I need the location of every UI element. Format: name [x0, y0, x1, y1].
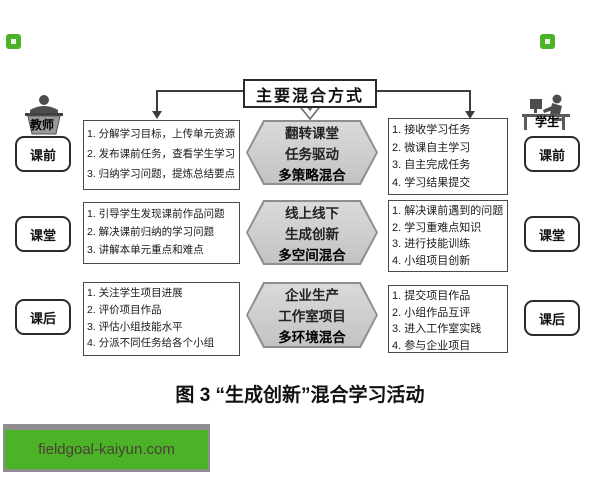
- hexagon-line: 线上线下: [285, 205, 339, 221]
- task-item: 1. 分解学习目标，上传单元资源: [87, 128, 236, 141]
- task-item: 2. 学习重难点知识: [392, 221, 482, 234]
- hexagon-fill: [248, 284, 376, 346]
- task-item: 2. 微课自主学习: [392, 141, 471, 154]
- task-item: 2. 评价项目作品: [87, 303, 162, 316]
- hexagon-line: 任务驱动: [285, 146, 339, 162]
- teacher-tasks-after-class: 1. 关注学生项目进展 2. 评价项目作品 3. 评估小组技能水平 4. 分派不…: [83, 282, 240, 356]
- hexagon-line: 多环境混合: [278, 330, 346, 345]
- task-item: 3. 进入工作室实践: [392, 323, 482, 335]
- watermark-link[interactable]: fieldgoal-kaiyun.com: [3, 424, 210, 472]
- task-item: 4. 参与企业项目: [392, 339, 471, 352]
- hexagon-line: 工作室项目: [278, 309, 346, 324]
- watermark-link-text[interactable]: fieldgoal-kaiyun.com: [5, 430, 208, 469]
- stage-pill-student-after-class: 课后: [524, 300, 580, 336]
- green-badge-icon: [540, 34, 555, 49]
- student-icon: [516, 92, 576, 141]
- green-badge-icon: [6, 34, 21, 49]
- task-item: 3. 进行技能训练: [392, 238, 471, 250]
- student-tasks-after-class: 1. 提交项目作品 2. 小组作品互评 3. 进入工作室实践 4. 参与企业项目: [388, 285, 508, 353]
- task-item: 3. 自主完成任务: [392, 159, 471, 171]
- hexagon-fill: [248, 122, 376, 183]
- task-item: 4. 学习结果提交: [392, 176, 471, 189]
- hexagon-strategy-blend: 翻转课堂 任务驱动 多策略混合: [246, 120, 378, 185]
- teacher-label: 教师: [29, 118, 54, 132]
- task-item: 3. 评估小组技能水平: [87, 320, 183, 333]
- hexagon-line: 企业生产: [285, 288, 339, 303]
- figure-caption: 图 3 “生成创新”混合学习活动: [175, 385, 425, 406]
- task-item: 1. 接收学习任务: [392, 124, 471, 136]
- task-item: 3. 归纳学习问题，提炼总结要点: [87, 168, 236, 181]
- teacher-icon: [14, 94, 74, 141]
- teacher-tasks-before-class: 1. 分解学习目标，上传单元资源 2. 发布课前任务，查看学生学习 3. 归纳学…: [83, 120, 240, 190]
- task-item: 1. 关注学生项目进展: [87, 287, 183, 299]
- stage-pill-student-before-class: 课前: [524, 136, 580, 172]
- stage-pill-teacher-before-class: 课前: [15, 136, 71, 172]
- hexagon-line: 多策略混合: [278, 167, 346, 183]
- arrow-down-icon: [152, 111, 162, 119]
- hexagon-line: 多空间混合: [278, 247, 346, 263]
- task-item: 4. 分派不同任务给各个小组: [87, 337, 215, 350]
- connector-line: [469, 90, 471, 112]
- task-item: 2. 解决课前归纳的学习问题: [87, 226, 215, 239]
- main-blend-mode-title: 主要混合方式: [243, 79, 377, 108]
- stage-pill-teacher-in-class: 课堂: [15, 216, 71, 252]
- connector-line: [373, 90, 471, 92]
- hexagon-fill: [248, 202, 376, 263]
- task-item: 1. 提交项目作品: [392, 290, 471, 302]
- student-label: 学生: [534, 115, 559, 129]
- student-tasks-before-class: 1. 接收学习任务 2. 微课自主学习 3. 自主完成任务 4. 学习结果提交: [388, 118, 508, 195]
- student-tasks-in-class: 1. 解决课前遇到的问题 2. 学习重难点知识 3. 进行技能训练 4. 小组项…: [388, 200, 508, 272]
- task-item: 2. 发布课前任务，查看学生学习: [87, 148, 236, 161]
- hexagon-environment-blend: 企业生产 工作室项目 多环境混合: [246, 282, 378, 348]
- task-item: 2. 小组作品互评: [392, 306, 471, 319]
- hexagon-space-blend: 线上线下 生成创新 多空间混合: [246, 200, 378, 265]
- task-item: 3. 讲解本单元重点和难点: [87, 244, 204, 257]
- connector-line: [156, 90, 158, 112]
- arrow-down-icon: [465, 111, 475, 119]
- hexagon-line: 生成创新: [285, 226, 339, 242]
- stage-pill-teacher-after-class: 课后: [15, 299, 71, 335]
- task-item: 1. 解决课前遇到的问题: [392, 205, 504, 217]
- connector-line: [157, 90, 245, 92]
- stage-pill-student-in-class: 课堂: [524, 216, 580, 252]
- hexagon-line: 翻转课堂: [285, 125, 339, 141]
- teacher-tasks-in-class: 1. 引导学生发现课前作品问题 2. 解决课前归纳的学习问题 3. 讲解本单元重…: [83, 202, 240, 264]
- task-item: 1. 引导学生发现课前作品问题: [87, 208, 225, 221]
- task-item: 4. 小组项目创新: [392, 254, 471, 267]
